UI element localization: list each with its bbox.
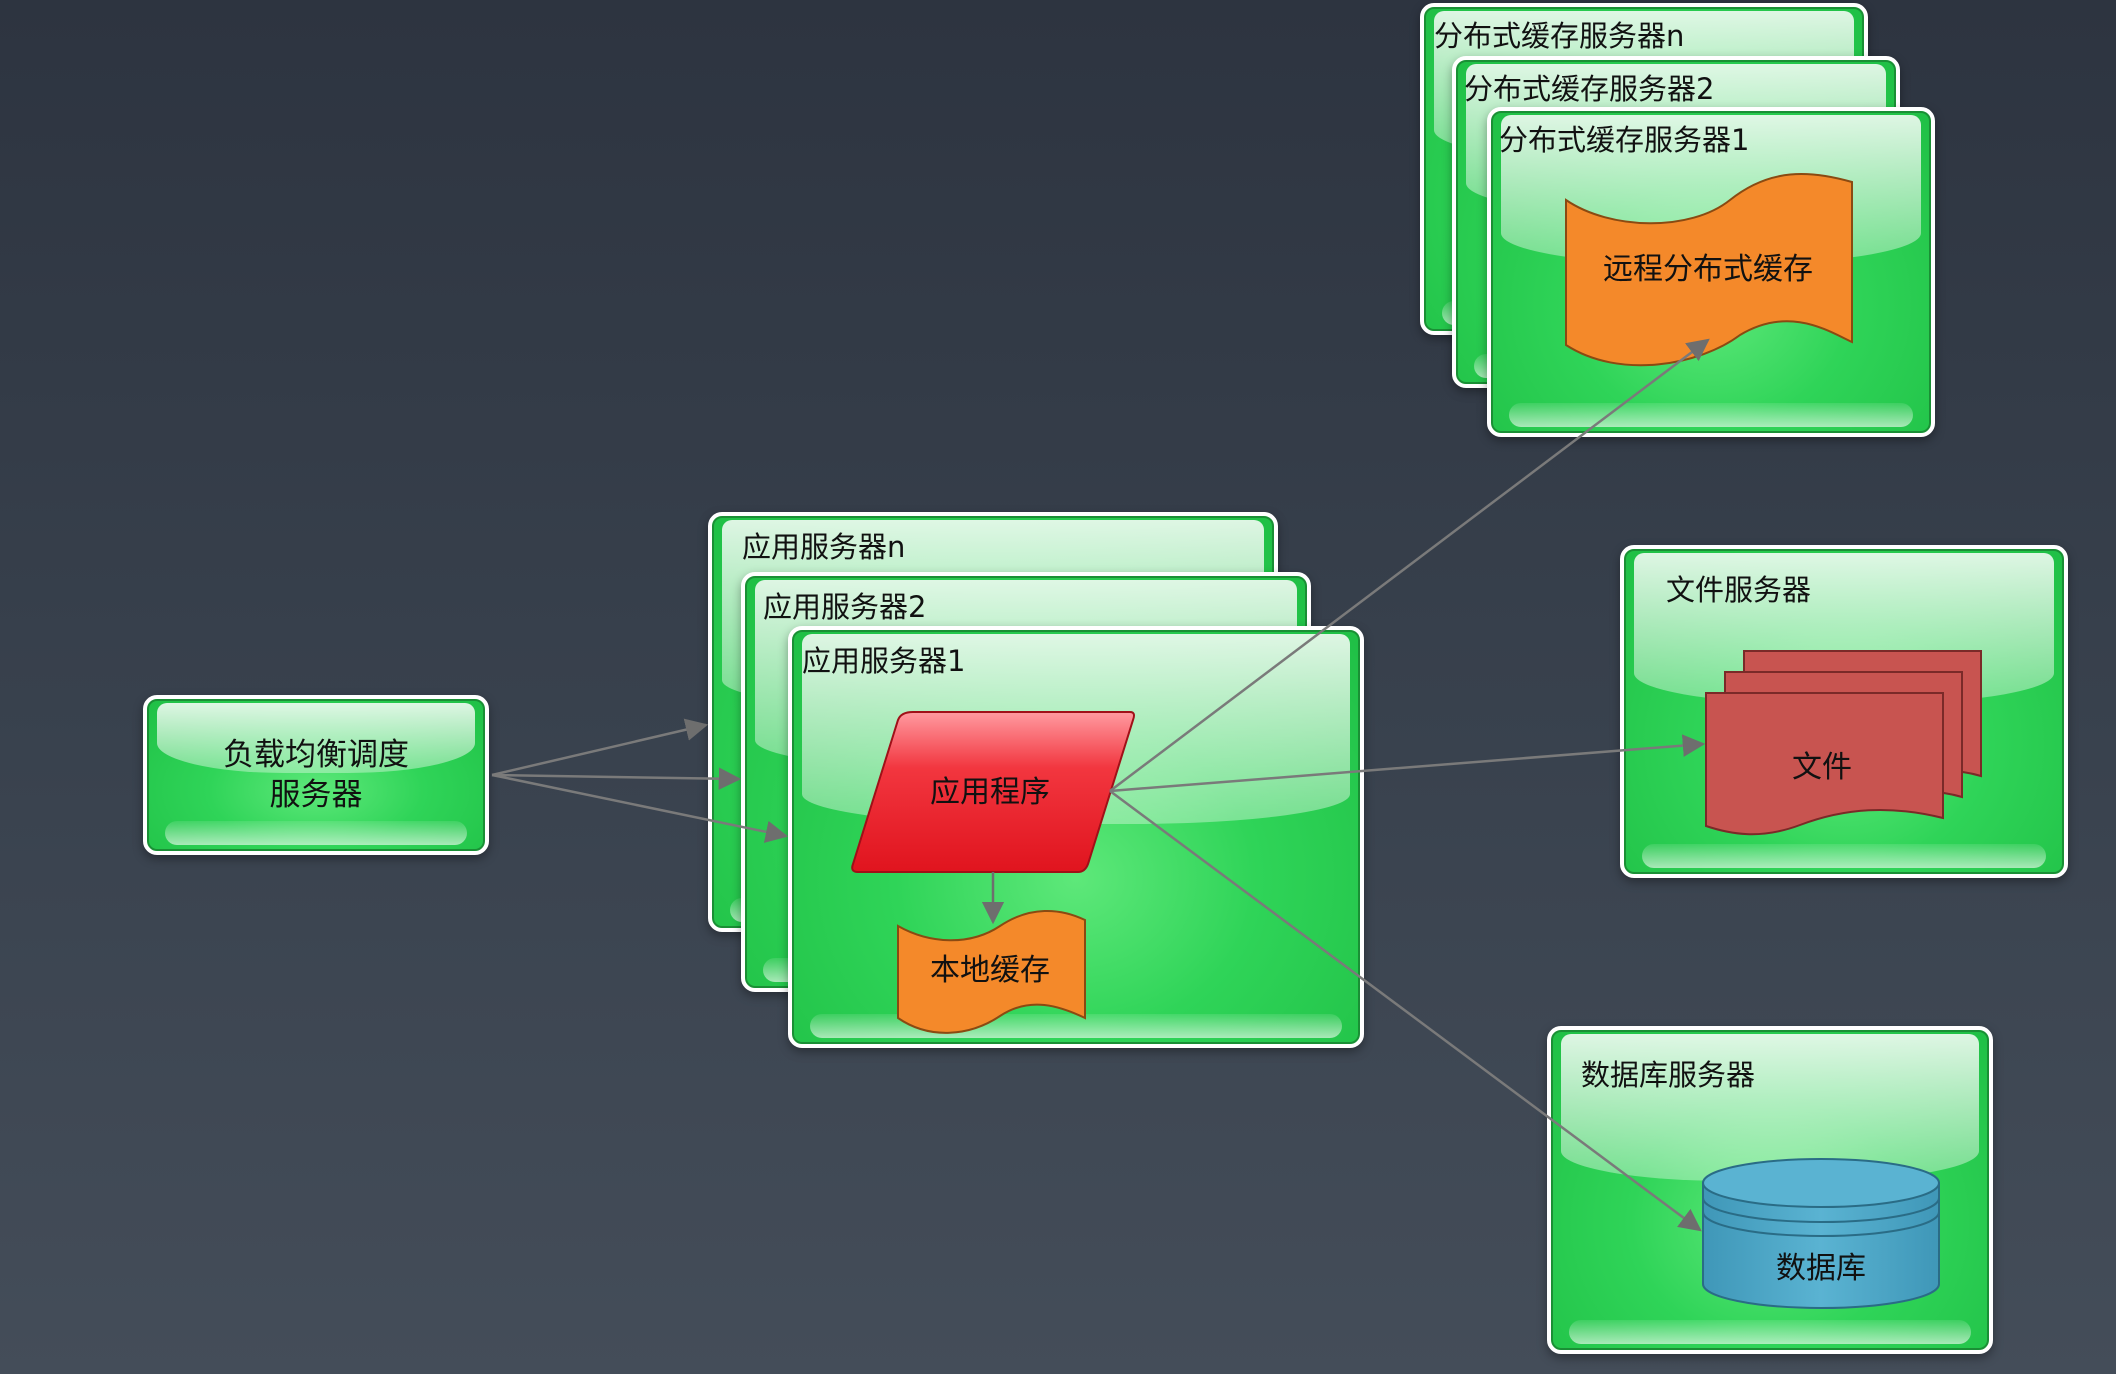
app-server-2-title: 应用服务器2 [763,590,927,624]
remote-cache-label: 远程分布式缓存 [1603,252,1813,287]
file-label: 文件 [1792,750,1852,785]
app-program-label: 应用程序 [930,775,1050,810]
connector-app-to-database [1109,789,1702,1232]
app-program-shape[interactable] [851,711,1135,873]
local-cache-shape[interactable] [897,910,1086,1034]
app-server-1-title: 应用服务器1 [802,644,966,678]
connector-lb-to-app-n [491,718,709,777]
cache-server-n-title: 分布式缓存服务器n [1434,19,1685,53]
load-balancer-label-line1: 负载均衡调度 [223,737,409,773]
connector-app-to-file [1109,734,1706,793]
cache-server-1-title: 分布式缓存服务器1 [1499,123,1750,157]
load-balancer-server[interactable]: 负载均衡调度 服务器 [143,695,489,855]
connector-app-to-remote-cache [1109,338,1710,792]
file-shape-front[interactable] [1705,692,1944,836]
connector-lb-to-app-2 [491,767,742,790]
database-server-title: 数据库服务器 [1581,1058,1756,1092]
load-balancer-label-line2: 服务器 [269,777,363,813]
app-server-n-title: 应用服务器n [742,530,906,564]
file-server-title: 文件服务器 [1666,573,1812,607]
database-cylinder[interactable] [1702,1158,1940,1309]
database-label: 数据库 [1776,1251,1866,1286]
cache-server-2-title: 分布式缓存服务器2 [1464,72,1715,106]
remote-cache-shape[interactable] [1565,172,1853,367]
local-cache-label: 本地缓存 [930,953,1050,988]
connector-lb-to-app-1 [491,773,789,843]
